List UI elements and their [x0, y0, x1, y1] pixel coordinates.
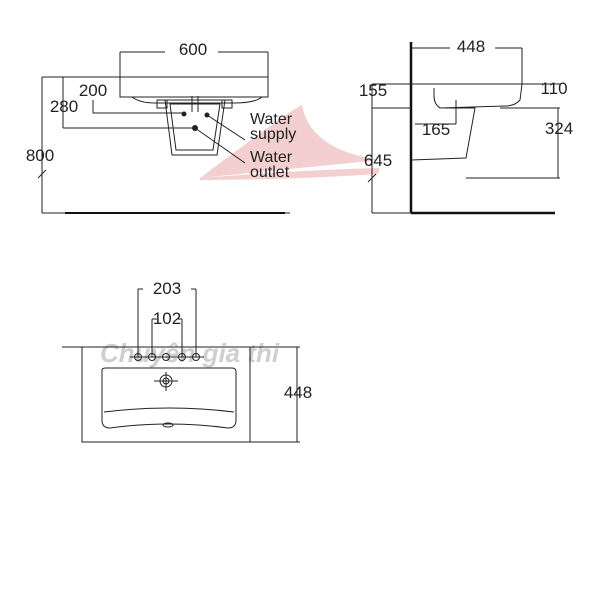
dim-width: 600: [179, 40, 207, 59]
dim-280: 280: [50, 97, 78, 116]
basin-bowl: [101, 367, 237, 429]
outlet-leader: [194, 127, 246, 164]
water-outlet-label-2: outlet: [250, 164, 290, 181]
dim-side-depth: 448: [457, 37, 485, 56]
top-view: Chuyên gia thi 203 102 448: [62, 279, 312, 443]
basin-front: [119, 76, 269, 98]
dim-102: 102: [153, 309, 181, 328]
supply-leader: [206, 114, 246, 141]
dim-200: 200: [79, 81, 107, 100]
dim-155: 155: [359, 81, 387, 100]
dim-165: 165: [422, 120, 450, 139]
side-view: 448 155 110 165 324 645: [359, 37, 573, 215]
dim-top-depth: 448: [284, 383, 312, 402]
dim-324: 324: [545, 119, 573, 138]
pedestal-side: [410, 107, 476, 161]
supply-dot: [181, 111, 187, 117]
dim-645: 645: [364, 151, 392, 170]
pedestal-front: [164, 99, 226, 156]
water-supply-label-2: supply: [250, 126, 296, 143]
dim-203: 203: [153, 279, 181, 298]
dim-800: 800: [26, 146, 54, 165]
water-outlet-label-1: Water: [250, 149, 293, 166]
water-supply-label-1: Water: [250, 111, 293, 128]
basin-top: [81, 346, 251, 443]
dim-110: 110: [540, 79, 567, 98]
front-view: 600 200 280 800 Water supply Water outle…: [26, 40, 296, 214]
watermark-text: Chuyên gia thi: [100, 338, 280, 368]
watermark-fan: [200, 105, 380, 180]
